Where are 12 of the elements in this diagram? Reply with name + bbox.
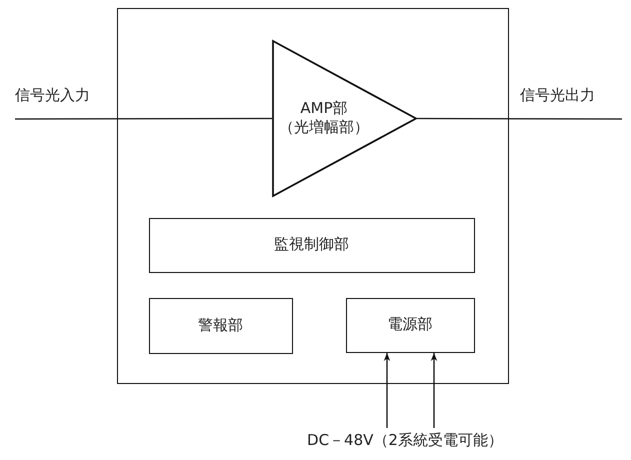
arrow: [384, 353, 390, 428]
arrow: [430, 353, 438, 428]
process-box: 電源部: [346, 298, 474, 352]
edge-label: 信号光入力: [15, 86, 90, 105]
process-box: 監視制御部: [148, 218, 474, 272]
signal-line: [417, 118, 622, 120]
node-text: DC－48V（2系統受電可能）: [292, 428, 518, 454]
signal-line: [15, 118, 272, 120]
edge-label: 信号光出力: [520, 86, 595, 105]
amplifier-triangle: AMP部（光増幅部）: [272, 40, 416, 196]
unit-box: [117, 8, 509, 384]
process-box: 警報部: [148, 298, 292, 354]
